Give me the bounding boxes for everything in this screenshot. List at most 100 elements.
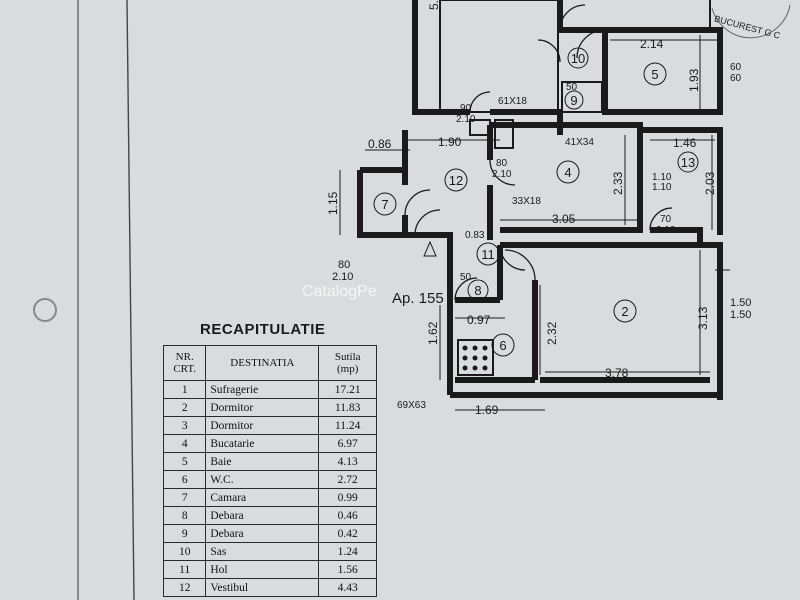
cell-nr: 1 (162, 380, 207, 399)
dimension: 1.10 (652, 172, 672, 183)
cell-suprafata: 4.13 (318, 452, 377, 471)
sheet-margin-line (126, 0, 135, 600)
opening-height: 2.10 (332, 271, 353, 283)
room-number: 9 (570, 93, 577, 108)
dimension: 0.97 (467, 313, 491, 327)
dimension: 2.32 (545, 321, 559, 345)
cell-nr: 11 (162, 560, 207, 579)
opening-width: 50 (460, 272, 472, 283)
cell-nr: 8 (162, 506, 207, 525)
cell-destinatia: Dormitor (205, 398, 320, 417)
header-destinatia: DESTINATIA (205, 345, 320, 381)
cell-destinatia: Dormitor (205, 416, 320, 435)
cell-nr: 3 (162, 416, 207, 435)
cell-suprafata: 0.99 (318, 488, 377, 507)
room-circles (373, 47, 699, 357)
room-number: 13 (681, 155, 695, 170)
dimension: 2.33 (611, 171, 625, 195)
dimension: 1.15 (326, 191, 340, 215)
cell-suprafata: 17.21 (318, 380, 377, 399)
dimension: 5. (427, 0, 441, 10)
opening-width: 70 (660, 214, 672, 225)
cell-destinatia: Baie (205, 452, 320, 471)
cell-destinatia: Vestibul (205, 578, 320, 597)
dimension: 2.03 (703, 171, 717, 195)
room-number: 4 (564, 165, 571, 180)
opening-width: 80 (338, 259, 350, 271)
cell-nr: 4 (162, 434, 207, 453)
opening-height: 2.10 (492, 169, 512, 180)
punch-hole (33, 298, 57, 322)
opening-height: 2.10 (456, 114, 476, 125)
dimension: 1.69 (475, 403, 499, 417)
header-suprafata: Sutila (mp) (318, 345, 377, 381)
cell-suprafata: 0.42 (318, 524, 377, 543)
dimension: 1.62 (426, 321, 440, 345)
watermark: CatalogPe (302, 283, 377, 300)
dimension: 1.93 (687, 68, 701, 92)
dimension: 0.83 (465, 230, 485, 241)
cell-nr: 2 (162, 398, 207, 417)
cell-nr: 12 (162, 578, 207, 597)
cell-suprafata: 1.24 (318, 542, 377, 561)
cell-nr: 10 (162, 542, 207, 561)
entry-arrow-icon (423, 240, 437, 257)
room-number: 7 (381, 197, 388, 212)
cell-suprafata: 2.72 (318, 470, 377, 489)
cell-destinatia: Bucatarie (205, 434, 320, 453)
opening-height: 2.10 (656, 225, 676, 236)
dimension: 1.10 (652, 182, 672, 193)
thin-walls (439, 0, 711, 376)
opening-size: 41X34 (565, 137, 594, 148)
opening-width: 90 (460, 103, 472, 114)
dimension: 3.05 (552, 212, 576, 226)
opening-size: 33X18 (512, 196, 541, 207)
cell-destinatia: W.C. (205, 470, 320, 489)
cell-suprafata: 6.97 (318, 434, 377, 453)
room-number: 8 (474, 283, 481, 298)
stamp (711, 4, 791, 39)
cell-destinatia: Sufragerie (205, 380, 320, 399)
room-number: 12 (449, 173, 463, 188)
room-number: 10 (571, 51, 585, 66)
cell-destinatia: Camara (205, 488, 320, 507)
dimension: 60 (730, 62, 742, 73)
table-header-row: NR. CRT. DESTINATIA Sutila (mp) (162, 345, 377, 381)
dimension: 2.14 (640, 37, 664, 51)
room-number: 5 (651, 67, 658, 82)
dimension-lines (339, 35, 730, 411)
cell-destinatia: Sas (205, 542, 320, 561)
cell-destinatia: Hol (205, 560, 320, 579)
opening-values: 90 2.10 80 2.10 70 2.10 50 50 61X18 41X3… (332, 82, 676, 411)
wc-pattern (462, 345, 488, 371)
opening-width: 50 (566, 82, 578, 93)
cell-suprafata: 0.46 (318, 506, 377, 525)
cell-nr: 6 (162, 470, 207, 489)
dimension: 0.86 (368, 137, 392, 151)
dimension: 1.50 (730, 309, 751, 321)
cell-destinatia: Debara (205, 506, 320, 525)
cell-suprafata: 11.83 (318, 398, 377, 417)
dimension: 3.78 (605, 366, 629, 380)
dimension: 1.50 (730, 297, 751, 309)
cell-suprafata: 1.56 (318, 560, 377, 579)
opening-width: 80 (496, 158, 508, 169)
dimension: 60 (730, 73, 742, 84)
apartment-label: Ap. 155 (392, 290, 444, 307)
dimension: 3.13 (696, 306, 710, 330)
